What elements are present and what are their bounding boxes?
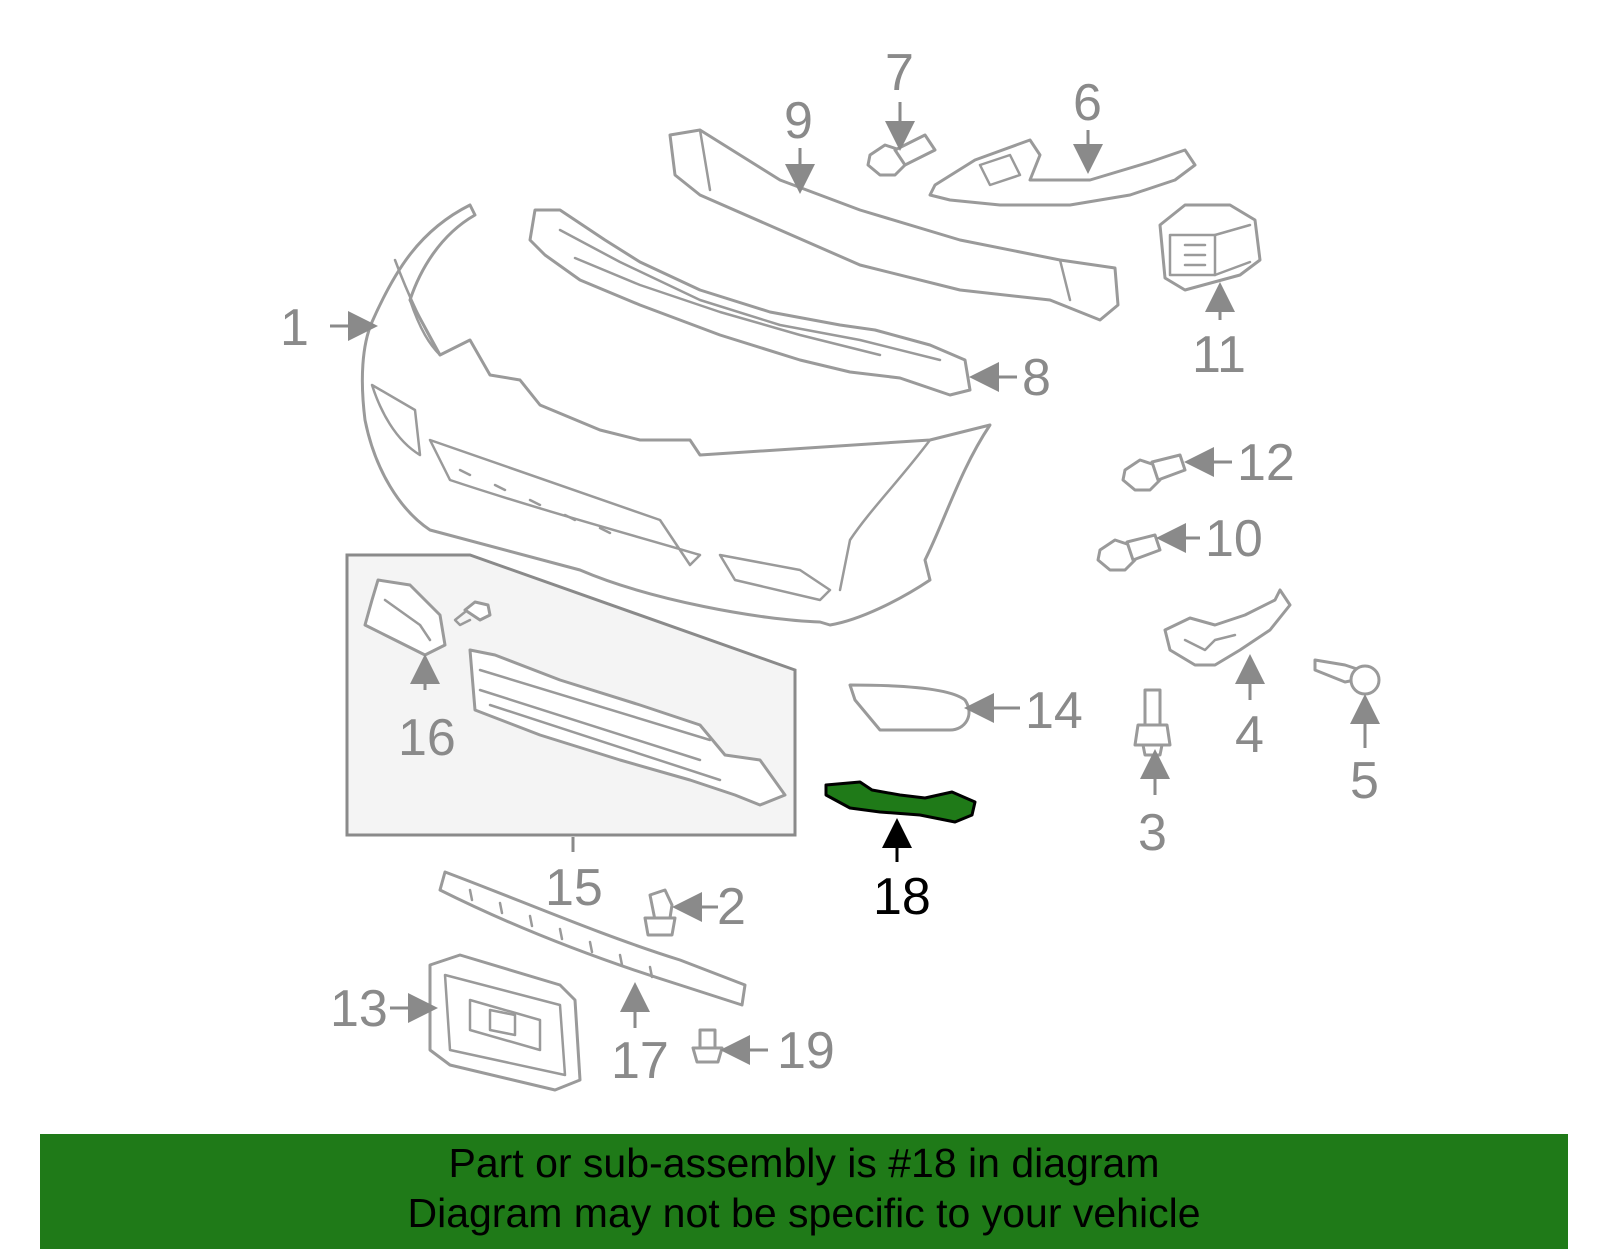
callout-1: 1 bbox=[280, 299, 309, 357]
callout-16: 16 bbox=[398, 709, 456, 767]
parts-diagram: 1 2 3 4 5 6 7 8 9 10 11 12 13 14 15 16 1… bbox=[280, 44, 1381, 1092]
callout-12: 12 bbox=[1237, 434, 1295, 492]
callout-9: 9 bbox=[784, 92, 813, 150]
part-19-bolt bbox=[691, 1028, 724, 1064]
callout-8: 8 bbox=[1022, 349, 1051, 407]
callout-labels: 1 2 3 4 5 6 7 8 9 10 11 12 13 14 15 16 1… bbox=[280, 44, 1379, 1090]
callout-13: 13 bbox=[330, 980, 388, 1038]
callout-7: 7 bbox=[885, 44, 914, 102]
callout-6: 6 bbox=[1073, 74, 1102, 132]
part-15-grille-assembly bbox=[345, 553, 797, 852]
part-17-molding bbox=[438, 870, 747, 1007]
part-14-trim bbox=[848, 683, 971, 732]
callout-10: 10 bbox=[1205, 510, 1263, 568]
part-10-bolt bbox=[1096, 533, 1162, 572]
part-11-clip bbox=[1158, 203, 1262, 292]
part-1-bumper-cover bbox=[360, 203, 992, 627]
caption-banner: Part or sub-assembly is #18 in diagram D… bbox=[40, 1134, 1568, 1249]
part-5-push-pin bbox=[1313, 658, 1381, 696]
part-2-clip bbox=[643, 888, 677, 937]
callout-14: 14 bbox=[1025, 682, 1083, 740]
part-13-license-bracket bbox=[428, 953, 582, 1092]
caption-line-disclaimer: Diagram may not be specific to your vehi… bbox=[407, 1190, 1201, 1236]
caption-line-part: Part or sub-assembly is #18 in diagram bbox=[448, 1140, 1160, 1186]
callout-5: 5 bbox=[1350, 752, 1379, 810]
callout-3: 3 bbox=[1138, 804, 1167, 862]
part-3-stud bbox=[1133, 688, 1172, 757]
callout-17: 17 bbox=[611, 1032, 669, 1090]
callout-2: 2 bbox=[717, 878, 746, 936]
callout-18: 18 bbox=[873, 868, 931, 926]
part-18-highlighted-bracket bbox=[824, 780, 977, 824]
callout-4: 4 bbox=[1235, 706, 1264, 764]
part-4-side-bracket bbox=[1163, 588, 1292, 667]
callout-11: 11 bbox=[1192, 326, 1246, 384]
callout-15: 15 bbox=[545, 859, 603, 917]
part-6-bracket bbox=[928, 138, 1197, 207]
callout-arrows bbox=[330, 102, 1380, 1065]
part-9-upper-beam bbox=[668, 128, 1120, 322]
part-12-bolt bbox=[1121, 453, 1187, 492]
callout-19: 19 bbox=[777, 1022, 835, 1080]
